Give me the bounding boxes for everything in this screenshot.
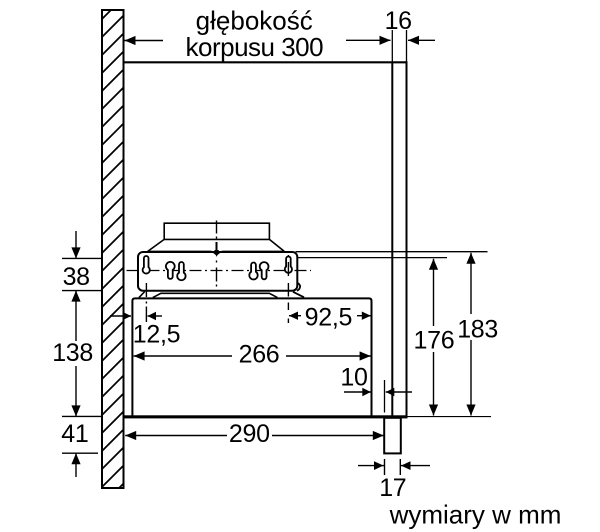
- svg-text:266: 266: [239, 341, 280, 369]
- svg-text:głębokość: głębokość: [196, 6, 313, 36]
- svg-text:176: 176: [413, 327, 454, 355]
- svg-text:10: 10: [340, 364, 367, 392]
- svg-text:290: 290: [229, 420, 270, 448]
- svg-text:92,5: 92,5: [305, 304, 352, 332]
- svg-text:17: 17: [379, 474, 406, 502]
- svg-text:38: 38: [63, 263, 90, 291]
- svg-text:wymiary w mm: wymiary w mm: [389, 500, 562, 530]
- svg-text:12,5: 12,5: [133, 321, 180, 349]
- svg-text:korpusu 300: korpusu 300: [185, 32, 323, 62]
- svg-text:183: 183: [457, 316, 498, 344]
- svg-text:41: 41: [61, 420, 88, 448]
- svg-text:16: 16: [385, 7, 412, 35]
- svg-text:138: 138: [52, 339, 93, 367]
